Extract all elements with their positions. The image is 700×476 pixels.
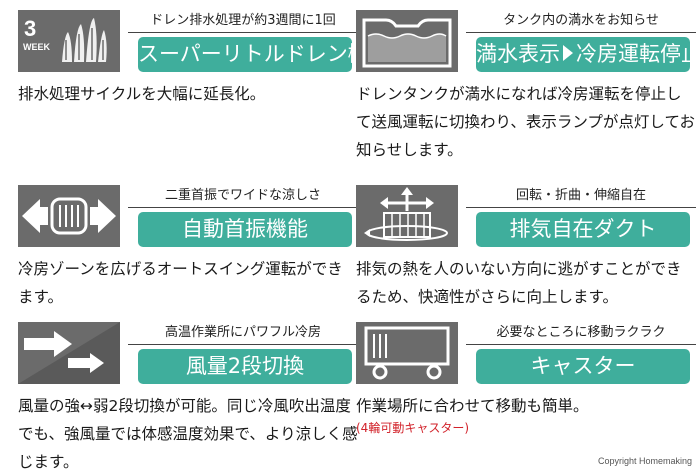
three-week-drain-icon: 3 WEEK — [18, 10, 120, 72]
feature-title: 風量2段切換 — [138, 349, 352, 384]
description-text: 作業場所に合わせて移動も簡単。 — [356, 397, 589, 415]
copyright-text: Copyright Homemaking — [597, 456, 692, 466]
feature-tagline: ドレン排水処理が約3週間に1回 — [128, 10, 358, 33]
feature-description: 排気の熱を人のいない方向に逃がすことができるため、快適性がさらに向上します。 — [356, 260, 682, 306]
feature-little-drain: 3 WEEK ドレン排水処理が約3週間に1回 スーパーリトルドレン機能 排水処理… — [18, 10, 390, 160]
title-part-1: 満水表示 — [476, 42, 560, 66]
feature-description: 排水処理サイクルを大幅に延長化。 — [18, 85, 266, 103]
feature-description: 作業場所に合わせて移動も簡単。 (4輪可動キャスター) — [356, 392, 696, 436]
caster-icon — [356, 322, 458, 384]
feature-tagline: 必要なところに移動ラクラク — [466, 322, 696, 345]
feature-title: 自動首振機能 — [138, 212, 352, 247]
feature-auto-swing: 二重首振でワイドな涼しさ 自動首振機能 冷房ゾーンを広げるオートスイング運転がで… — [18, 185, 358, 335]
feature-title: スーパーリトルドレン機能 — [138, 37, 390, 72]
flexible-duct-icon — [356, 185, 458, 247]
feature-title: 排気自在ダクト — [476, 212, 690, 247]
feature-tagline: 二重首振でワイドな涼しさ — [128, 185, 358, 208]
two-speed-airflow-icon — [18, 322, 120, 384]
feature-tagline: 回転・折曲・伸縮自在 — [466, 185, 696, 208]
feature-description: ドレンタンクが満水になれば冷房運転を停止して送風運転に切換わり、表示ランプが点灯… — [356, 85, 695, 159]
caster-note: (4輪可動キャスター) — [356, 421, 469, 435]
feature-caster: 必要なところに移動ラクラク キャスター 作業場所に合わせて移動も簡単。 (4輪可… — [356, 322, 696, 472]
triangle-arrow-icon — [563, 45, 573, 61]
icon-word: WEEK — [23, 42, 51, 52]
feature-title: 満水表示冷房運転停止 — [476, 37, 700, 72]
feature-description: 風量の強↔弱2段切換が可能。同じ冷風吹出温度でも、強風量では体感温度効果で、より… — [18, 397, 358, 471]
feature-full-tank: タンク内の満水をお知らせ 満水表示冷房運転停止 ドレンタンクが満水になれば冷房運… — [356, 10, 700, 160]
feature-description: 冷房ゾーンを広げるオートスイング運転ができます。 — [18, 260, 343, 306]
feature-tagline: タンク内の満水をお知らせ — [466, 10, 696, 33]
full-tank-icon — [356, 10, 458, 72]
oscillation-icon — [18, 185, 120, 247]
feature-two-speed: 高温作業所にパワフル冷房 風量2段切換 風量の強↔弱2段切換が可能。同じ冷風吹出… — [18, 322, 358, 472]
feature-title: キャスター — [476, 349, 690, 384]
title-part-2: 冷房運転停止 — [576, 42, 700, 66]
feature-flexible-duct: 回転・折曲・伸縮自在 排気自在ダクト 排気の熱を人のいない方向に逃がすことができ… — [356, 185, 696, 335]
icon-number: 3 — [24, 16, 36, 41]
feature-tagline: 高温作業所にパワフル冷房 — [128, 322, 358, 345]
